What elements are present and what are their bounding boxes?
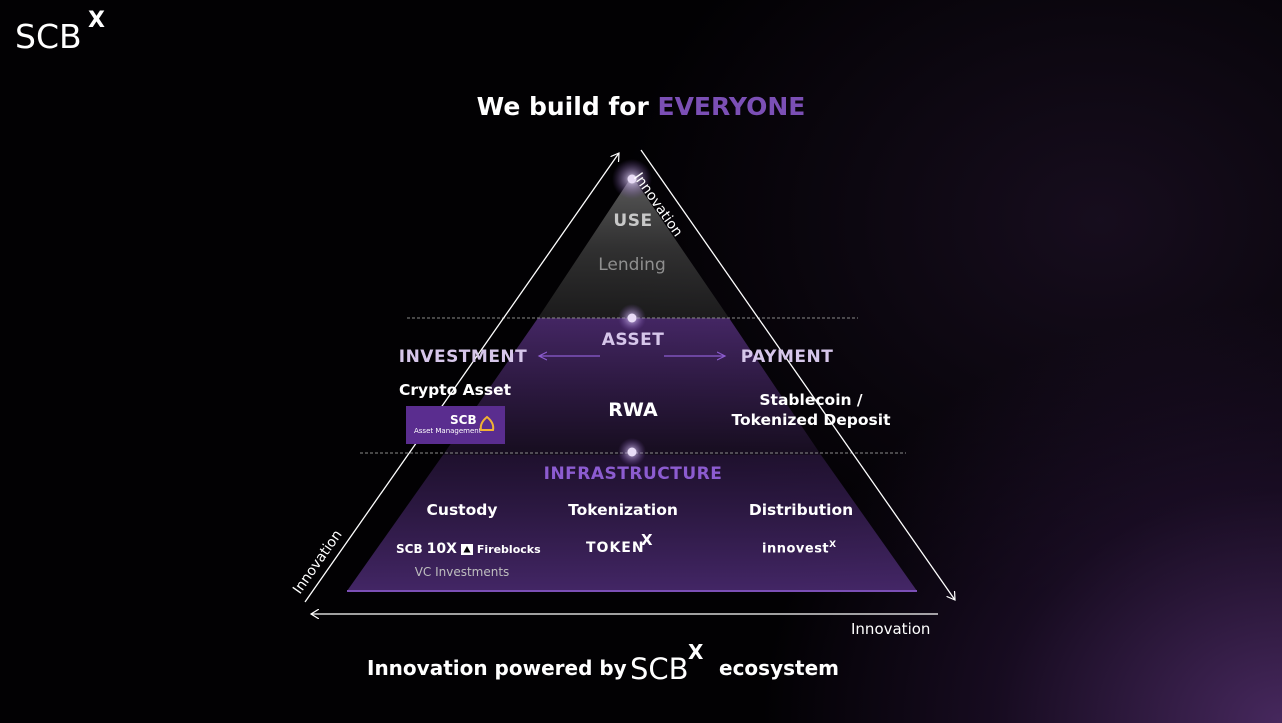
pyramid-infrastructure-section <box>347 455 917 591</box>
title-accent: EVERYONE <box>657 92 806 121</box>
amc-shell-icon <box>479 415 495 431</box>
custody-partner-logos: SCB 10X Fireblocks <box>396 541 541 557</box>
asset-node <box>627 313 637 323</box>
vc-investments-label: VC Investments <box>414 565 510 579</box>
scb-asset-management-logo: SCB Asset Management <box>406 406 505 444</box>
infrastructure-title: INFRASTRUCTURE <box>543 464 723 484</box>
footer-logo-text: SCB <box>630 652 689 686</box>
distribution-label: Distribution <box>748 501 854 519</box>
footer-scbx-logo: SCB X <box>630 640 703 686</box>
payment-label: PAYMENT <box>740 347 834 367</box>
logo-text: SCB <box>15 17 82 56</box>
asset-title: ASSET <box>601 330 665 350</box>
pyramid-asset-section <box>443 318 821 455</box>
innovestx-logo-x: X <box>829 540 837 550</box>
innovestx-logo-text: innovest <box>762 541 830 557</box>
investment-label: INVESTMENT <box>398 347 528 367</box>
tokenized-deposit-label: Tokenized Deposit <box>731 411 891 429</box>
tokenx-logo-x: X <box>641 531 654 549</box>
pyramid-use-section <box>538 176 729 318</box>
title-prefix: We build for <box>476 92 658 121</box>
use-title: USE <box>613 211 653 231</box>
innovation-arrow-left <box>304 153 619 603</box>
fireblocks-icon <box>460 543 473 555</box>
amc-logo-text: SCB <box>450 413 477 427</box>
custody-label: Custody <box>426 501 498 519</box>
tokenx-logo-text: TOKEN <box>586 540 645 556</box>
innovation-arrow-right <box>640 149 955 600</box>
logo-x-mark: X <box>88 8 105 33</box>
rwa-label: RWA <box>608 399 658 421</box>
footer-prefix: Innovation powered by <box>367 656 627 680</box>
fireblocks-partner-logo: Fireblocks <box>476 542 541 556</box>
tokenx-logo: TOKEN X <box>586 531 653 556</box>
use-node <box>627 174 637 184</box>
tokenization-label: Tokenization <box>568 501 678 519</box>
scbx-logo: SCB X <box>15 10 105 56</box>
infrastructure-node <box>627 447 637 457</box>
scb-partner-logo: SCB <box>396 542 423 556</box>
stablecoin-label: Stablecoin / <box>759 391 863 409</box>
footer-suffix: ecosystem <box>719 656 839 680</box>
innovation-label-bottom: Innovation <box>851 620 931 638</box>
innovestx-logo: innovestX <box>762 540 837 556</box>
crypto-asset-label: Crypto Asset <box>398 381 512 399</box>
footer-logo-x: X <box>688 640 704 664</box>
amc-logo-sub: Asset Management <box>414 427 482 435</box>
tenx-partner-logo: 10X <box>426 541 457 557</box>
use-subtitle: Lending <box>598 255 666 275</box>
page-title: We build for EVERYONE <box>0 92 1282 121</box>
